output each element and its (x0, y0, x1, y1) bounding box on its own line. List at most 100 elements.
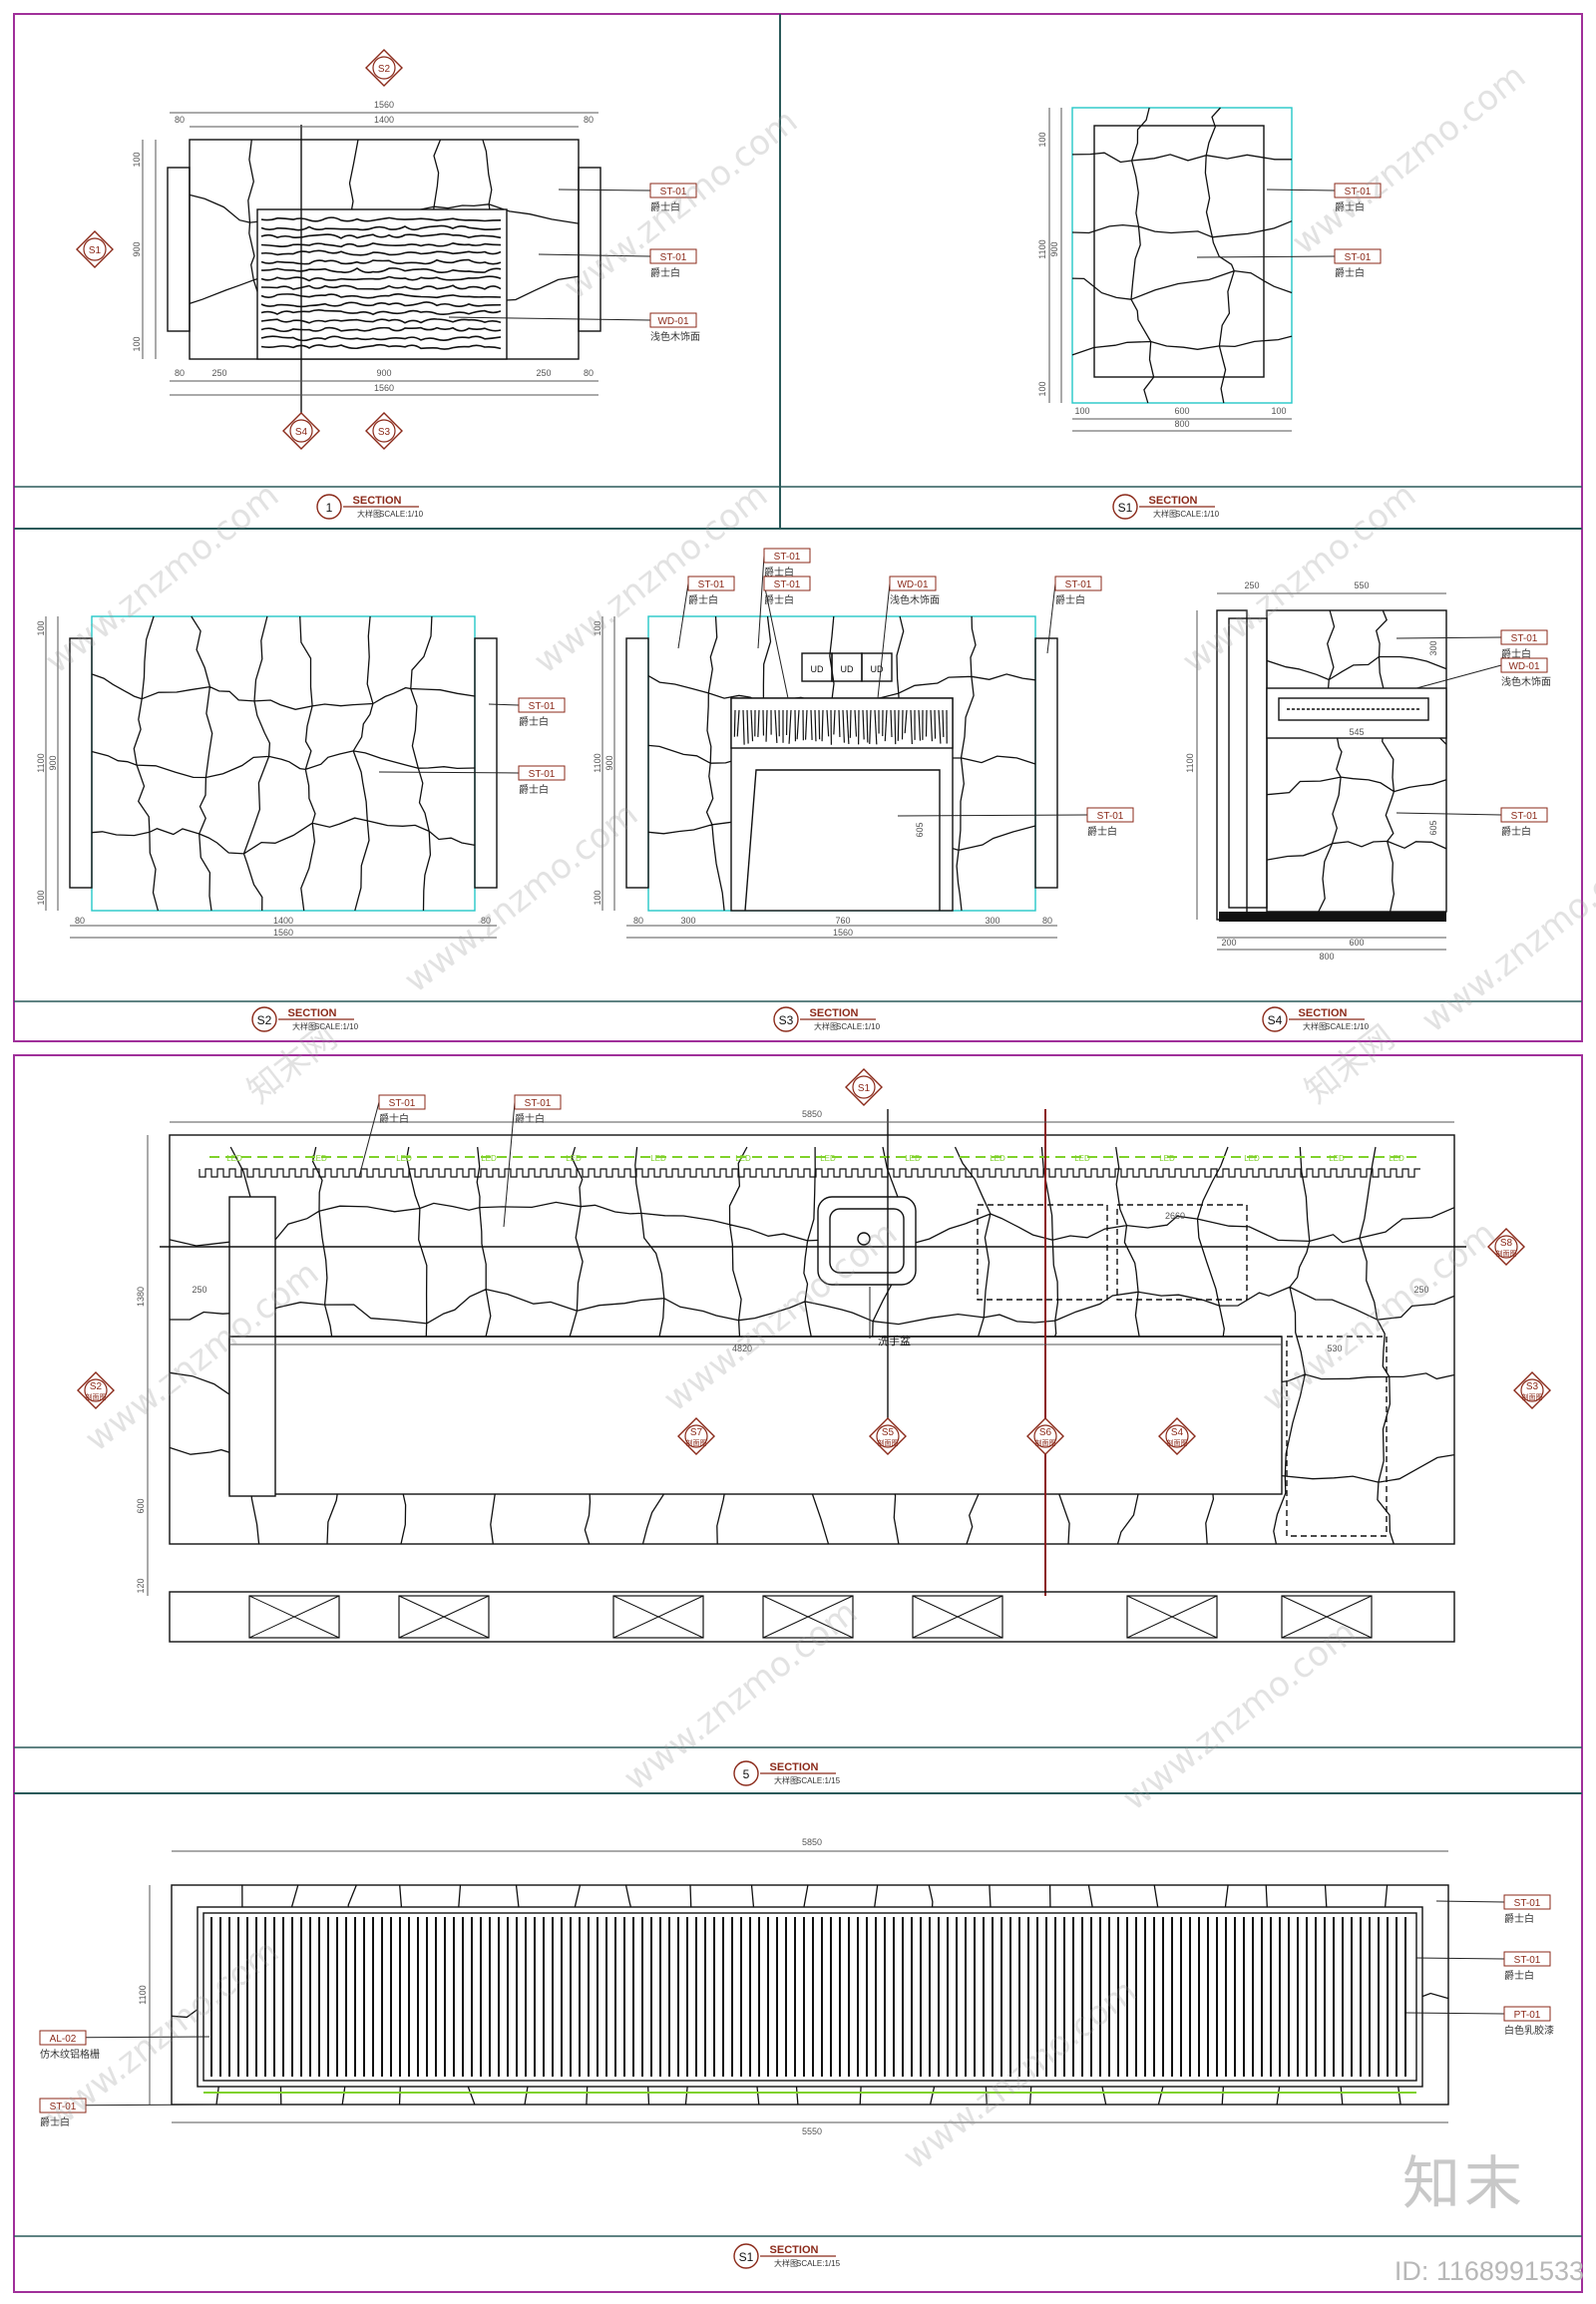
slat (750, 709, 754, 742)
tag-box (378, 1094, 426, 1110)
title-bubble (733, 1760, 759, 1786)
tag-box (1503, 1951, 1551, 1967)
slat (862, 709, 865, 740)
slat (826, 709, 830, 737)
slat (833, 709, 836, 735)
tag-box (514, 1094, 562, 1110)
tag-code: ST-01 (529, 701, 556, 712)
tag-material-name: 白色乳胶漆 (1504, 2024, 1554, 2037)
dimension-label: 100 (132, 152, 142, 167)
leader (358, 1101, 380, 1178)
tag-box (763, 576, 811, 591)
title-scale: SCALE:1/10 (1325, 1022, 1370, 1031)
socket-label: UD (811, 664, 824, 674)
tag-code: PT-01 (1514, 2010, 1541, 2021)
led-label-5: LED (566, 1154, 582, 1163)
leader (1415, 664, 1502, 689)
leader (558, 189, 651, 192)
tag-code: ST-01 (1345, 252, 1372, 263)
slat (854, 709, 858, 737)
dimension-label: 80 (175, 368, 185, 378)
title-number: S3 (779, 1013, 794, 1027)
marker-circle (372, 419, 396, 443)
dimension-label: 1100 (36, 753, 46, 772)
title-bubble (251, 1006, 277, 1032)
led-label-11: LED (1074, 1154, 1090, 1163)
dimension-label: 250 (192, 1285, 206, 1295)
tag-code: WD-01 (1508, 661, 1540, 672)
dimension-label: 1100 (138, 1985, 148, 2004)
title-bubble (773, 1006, 799, 1032)
tag-box (649, 183, 697, 198)
title-text: SECTION (1299, 1007, 1348, 1019)
tag-code: ST-01 (1514, 1955, 1541, 1966)
cabinet-cross (912, 1595, 1003, 1639)
tag-code: ST-01 (1511, 633, 1538, 644)
led-label-1: LED (226, 1154, 242, 1163)
slat (869, 709, 872, 744)
tag-code: ST-01 (660, 187, 687, 197)
marker-label: S3 (378, 427, 391, 438)
tag-code: ST-01 (1514, 1898, 1541, 1909)
dimension-label: 250 (211, 368, 226, 378)
detail-s2-dimensions (45, 616, 497, 939)
slat (897, 709, 900, 741)
slat (934, 709, 937, 739)
dimension-label: 760 (835, 916, 850, 926)
tag-box (1086, 807, 1134, 823)
title-text: SECTION (353, 495, 402, 507)
leader (1396, 636, 1502, 639)
dimension-label: 1400 (273, 916, 293, 926)
leader (448, 316, 651, 321)
leader (1046, 582, 1056, 654)
tag-material-name: 浅色木饰面 (890, 593, 940, 606)
dimension-label: 100 (593, 620, 602, 635)
tag-material-name: 爵士白 (515, 1112, 545, 1125)
dimension-label: 80 (1042, 916, 1052, 926)
tag-material-name: 爵士白 (1501, 647, 1531, 660)
tag-material-name: 浅色木饰面 (650, 330, 700, 343)
dimension-label: 100 (1074, 406, 1089, 416)
sheet-frames (13, 13, 1583, 2293)
slat (818, 709, 821, 740)
title-subtitle: 大样图 (1153, 509, 1177, 519)
dimension-label: 900 (48, 755, 58, 770)
leader (1415, 1957, 1505, 1960)
dimension-label: 1380 (136, 1287, 146, 1307)
dimension-label: 550 (1354, 580, 1369, 590)
marker-circle (1033, 1424, 1057, 1448)
title-scale: SCALE:1/10 (379, 510, 424, 519)
tag-box (889, 576, 937, 591)
leader (503, 1101, 516, 1228)
cabinet-cross (1281, 1595, 1373, 1639)
tag-box (1054, 576, 1102, 591)
tag-box (687, 576, 735, 591)
dimension-label: 200 (1221, 938, 1236, 948)
dimension-label: 80 (584, 115, 594, 125)
title-subtitle: 大样图 (814, 1021, 838, 1031)
tag-material-name: 爵士白 (764, 593, 794, 606)
detail-5-dimensions (147, 1121, 1454, 1596)
leader (757, 555, 765, 649)
cabinet-6 (1126, 1595, 1218, 1639)
leader (897, 814, 1088, 817)
tag-box (518, 697, 566, 713)
dimension-label: 2660 (1165, 1211, 1185, 1221)
led-label-10: LED (990, 1154, 1005, 1163)
slat (814, 709, 817, 742)
title-scale: SCALE:1/15 (796, 1776, 841, 1785)
tag-material-name: 爵士白 (1501, 825, 1531, 838)
tag-code: ST-01 (1097, 811, 1124, 822)
title-subtitle: 大样图 (292, 1021, 316, 1031)
title-bubble (733, 2243, 759, 2269)
